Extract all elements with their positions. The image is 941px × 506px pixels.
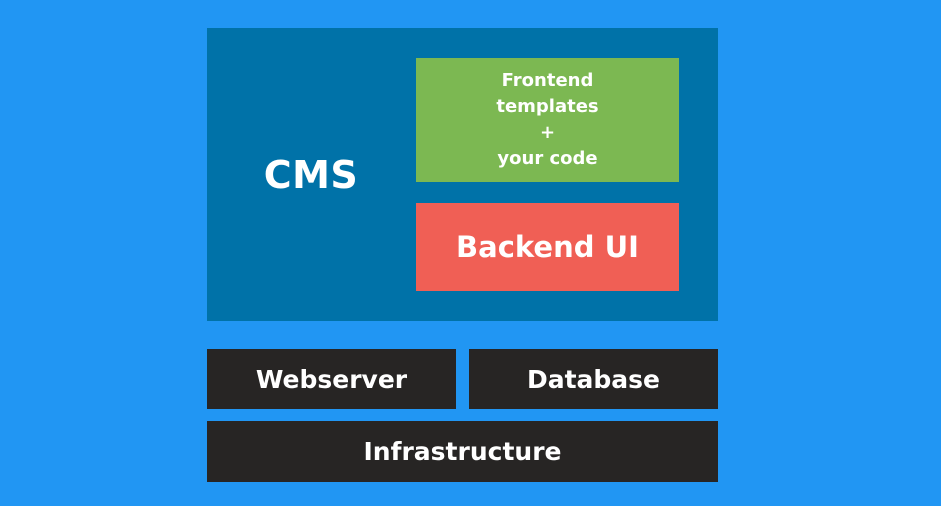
- frontend-line-1: Frontend: [501, 70, 594, 91]
- webserver-block: Webserver: [207, 349, 456, 409]
- infrastructure-label: Infrastructure: [363, 437, 562, 466]
- backend-ui-label: Backend UI: [456, 230, 639, 264]
- database-block: Database: [469, 349, 718, 409]
- cms-label: CMS: [263, 152, 359, 197]
- frontend-line-2: templates: [496, 96, 599, 117]
- frontend-line-4: your code: [497, 148, 598, 169]
- database-label: Database: [526, 364, 661, 394]
- frontend-templates-block: Frontend templates + your code: [416, 58, 679, 182]
- infrastructure-block: Infrastructure: [207, 421, 718, 482]
- webserver-label: Webserver: [255, 364, 408, 394]
- frontend-line-3: +: [539, 122, 556, 143]
- backend-ui-block: Backend UI: [416, 203, 679, 291]
